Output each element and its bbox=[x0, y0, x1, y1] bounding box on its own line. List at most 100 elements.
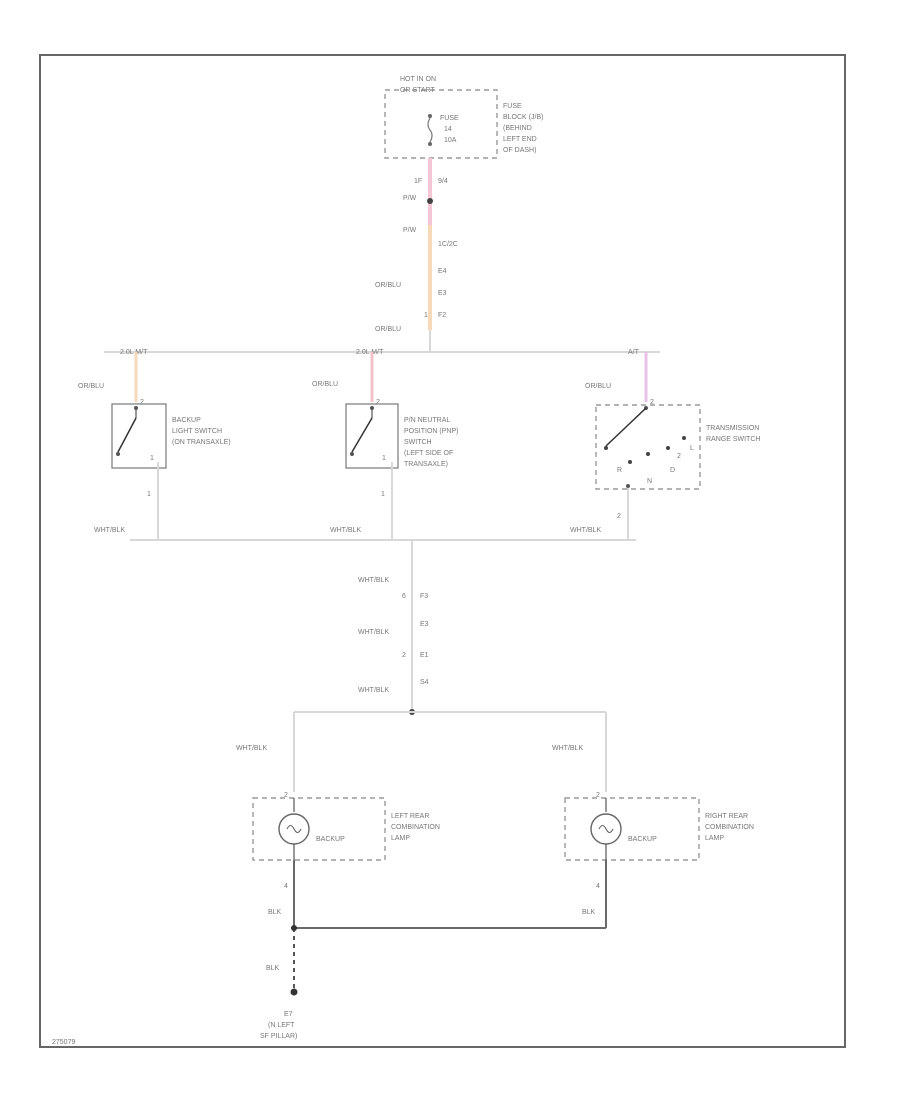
left-lamp-label-3: LAMP bbox=[391, 835, 410, 842]
left-lamp-label-1: LEFT REAR bbox=[391, 813, 429, 820]
backup-switch-label-1: BACKUP bbox=[172, 417, 201, 424]
left-lamp-bulb-label: BACKUP bbox=[316, 836, 345, 843]
range-contact-1 bbox=[604, 446, 608, 450]
feed-conn-2: E4 bbox=[438, 268, 447, 275]
fuse-terminal-bottom bbox=[428, 142, 432, 146]
return-wire-2: WHT/BLK bbox=[358, 629, 389, 636]
range-switch-pin-out: 2 bbox=[617, 513, 621, 520]
pnp-switch-label-5: TRANSAXLE) bbox=[404, 461, 448, 468]
pnp-switch-label-3: SWITCH bbox=[404, 439, 432, 446]
backup-light-switch: OR/BLU 2 1 1 WHT/BLK BACKUP LIGHT SWITCH… bbox=[78, 352, 231, 540]
right-lamp-wire-out: BLK bbox=[582, 909, 596, 916]
range-pos-2: 2 bbox=[677, 453, 681, 460]
return-conn-4: S4 bbox=[420, 679, 429, 686]
feed-wire-2: OR/BLU bbox=[375, 282, 401, 289]
ground-id: E7 bbox=[284, 1011, 293, 1018]
return-conn-3b: E1 bbox=[420, 652, 429, 659]
ground-circuit: BLK E7 (N LEFT SF PILLAR) bbox=[260, 925, 606, 1040]
range-switch-box bbox=[595, 404, 701, 490]
left-lamp-wire-out: BLK bbox=[268, 909, 282, 916]
range-contact-2 bbox=[628, 460, 632, 464]
backup-switch-pin-in: 2 bbox=[140, 399, 144, 406]
diagram-frame bbox=[39, 54, 846, 1048]
range-switch-contact-out bbox=[626, 484, 630, 488]
backup-switch-contact-bottom bbox=[116, 452, 120, 456]
fuse-number: 14 bbox=[444, 126, 452, 133]
pnp-switch-pin-out-label: 1 bbox=[382, 455, 386, 462]
right-lamp-box bbox=[564, 797, 700, 861]
range-switch-wire-out: WHT/BLK bbox=[570, 527, 601, 534]
pnp-switch-label-2: POSITION (PNP) bbox=[404, 428, 458, 435]
fuse-block-header-2: OR START bbox=[400, 87, 435, 94]
bus-tag-mid: 2.0L M/T bbox=[356, 349, 384, 356]
range-switch-label-2: RANGE SWITCH bbox=[706, 436, 760, 443]
right-rear-combination-lamp: WHT/BLK 2 BACKUP RIGHT REAR COMBINATION … bbox=[552, 745, 754, 928]
range-contact-3 bbox=[646, 452, 650, 456]
right-lamp-pin-out: 4 bbox=[596, 883, 600, 890]
return-wire-1: WHT/BLK bbox=[358, 577, 389, 584]
pnp-switch-arm bbox=[351, 417, 373, 453]
range-pos-d: D bbox=[670, 467, 675, 474]
feed-conn-5: F2 bbox=[438, 312, 446, 319]
backup-switch-box bbox=[111, 403, 167, 469]
ground-point-icon bbox=[290, 988, 298, 996]
range-pos-r: R bbox=[617, 467, 622, 474]
fuse-block-outline bbox=[384, 89, 498, 159]
left-rear-combination-lamp: WHT/BLK 2 BACKUP LEFT REAR COMBINATION L… bbox=[236, 745, 440, 928]
pnp-switch-label-4: (LEFT SIDE OF bbox=[404, 450, 453, 457]
feed-pin-top-b: 9/4 bbox=[438, 178, 448, 185]
right-lamp-bulb-label: BACKUP bbox=[628, 836, 657, 843]
feed-pin-top: 1F bbox=[414, 178, 422, 185]
left-lamp-wire-in: WHT/BLK bbox=[236, 745, 267, 752]
feed-conn-4: 1 bbox=[424, 312, 428, 319]
right-lamp-label-1: RIGHT REAR bbox=[705, 813, 748, 820]
return-conn-3: 2 bbox=[402, 652, 406, 659]
range-switch-label-1: TRANSMISSION bbox=[706, 425, 759, 432]
fuse-block-location-2: BLOCK (J/B) bbox=[503, 114, 543, 121]
range-switch-arm bbox=[605, 407, 647, 447]
range-switch-pin-in: 2 bbox=[650, 399, 654, 406]
right-bulb-filament bbox=[598, 824, 614, 834]
fuse-block-location-5: OF DASH) bbox=[503, 147, 536, 154]
feed-conn-3: E3 bbox=[438, 290, 447, 297]
feed-circuit: 1F 9/4 P/W P/W 1C/2C E4 OR/BLU E3 1 F2 O… bbox=[375, 158, 458, 352]
pnp-switch-pin-out: 1 bbox=[381, 491, 385, 498]
return-conn-2: E3 bbox=[420, 621, 429, 628]
left-lamp-label-2: COMBINATION bbox=[391, 824, 440, 831]
feed-wire-1: P/W bbox=[403, 227, 417, 234]
pnp-switch-pin-in: 2 bbox=[376, 399, 380, 406]
feed-splice-wire: P/W bbox=[403, 195, 417, 202]
transmission-range-switch: OR/BLU 2 R N D 2 L 2 WHT/BLK TRANSMISSIO… bbox=[570, 352, 760, 540]
range-contact-5 bbox=[682, 436, 686, 440]
pnp-switch-label-1: P/N NEUTRAL bbox=[404, 417, 450, 424]
range-pos-l: L bbox=[690, 445, 694, 452]
backup-switch-arm bbox=[117, 417, 137, 453]
fuse-block-header-1: HOT IN ON bbox=[400, 76, 436, 83]
backup-switch-pin-out: 1 bbox=[147, 491, 151, 498]
fuse-label: FUSE bbox=[440, 115, 459, 122]
right-lamp-pin-in: 2 bbox=[596, 792, 600, 799]
pnp-switch: OR/BLU 2 1 1 WHT/BLK P/N NEUTRAL POSITIO… bbox=[312, 352, 458, 540]
fuse-block-location-1: FUSE bbox=[503, 103, 522, 110]
left-lamp-pin-in: 2 bbox=[284, 792, 288, 799]
right-lamp-label-3: LAMP bbox=[705, 835, 724, 842]
fuse-block: HOT IN ON OR START FUSE 14 10A FUSE BLOC… bbox=[384, 76, 543, 159]
backup-switch-wire-out: WHT/BLK bbox=[94, 527, 125, 534]
right-lamp-label-2: COMBINATION bbox=[705, 824, 754, 831]
fuse-block-location-4: LEFT END bbox=[503, 136, 537, 143]
backup-switch-label-2: LIGHT SWITCH bbox=[172, 428, 222, 435]
backup-switch-label-3: (ON TRANSAXLE) bbox=[172, 439, 231, 446]
bus-tag-left: 2.0L M/T bbox=[120, 349, 148, 356]
backup-switch-wire-in: OR/BLU bbox=[78, 383, 104, 390]
supply-bus: 2.0L M/T 2.0L M/T A/T bbox=[104, 349, 660, 356]
pnp-switch-wire-out: WHT/BLK bbox=[330, 527, 361, 534]
ground-wire: BLK bbox=[266, 965, 280, 972]
return-circuit: WHT/BLK 6 F3 WHT/BLK E3 2 E1 WHT/BLK S4 bbox=[130, 539, 636, 792]
bus-tag-right: A/T bbox=[628, 349, 640, 356]
fuse-rating: 10A bbox=[444, 137, 457, 144]
feed-splice bbox=[427, 198, 433, 204]
feed-conn-1: 1C/2C bbox=[438, 241, 458, 248]
ground-label-2: SF PILLAR) bbox=[260, 1033, 297, 1040]
backup-switch-pin-out-label: 1 bbox=[150, 455, 154, 462]
